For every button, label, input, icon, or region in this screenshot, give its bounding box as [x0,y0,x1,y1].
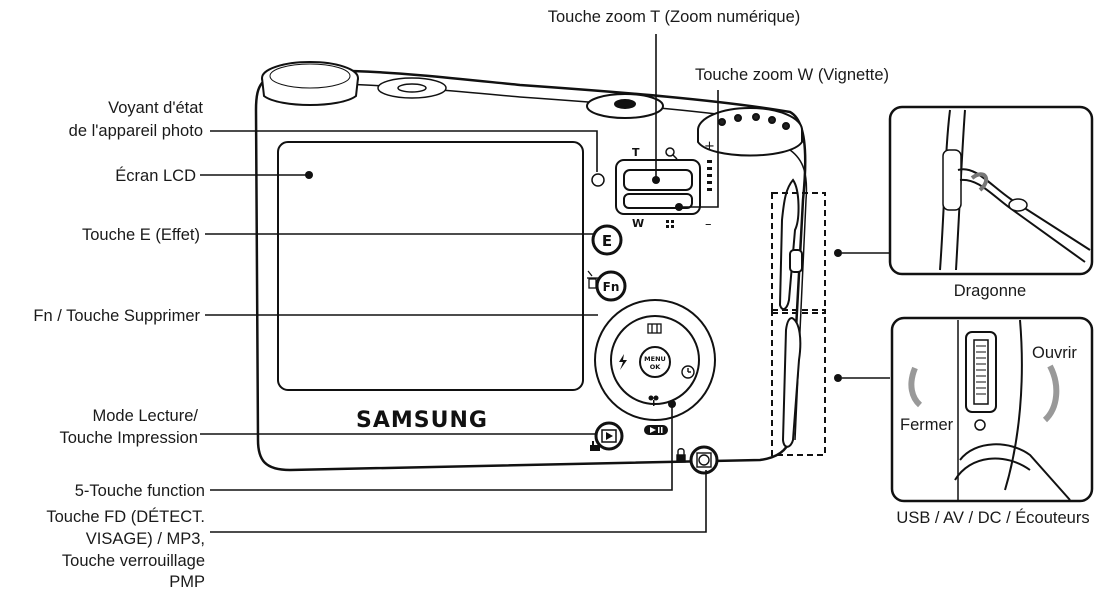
power-button [377,77,447,99]
rotate-arrow-icon [970,172,989,192]
ports-label: USB / AV / DC / Écouteurs [896,508,1089,527]
e-button-label: Touche E (Effet) [82,226,200,244]
face-detect-icon [696,452,712,468]
menu-ok-glyph-2: OK [650,363,662,371]
fd-label-3: Touche verrouillage [62,552,205,570]
brand-logo: SAMSUNG [356,408,488,433]
play-pause-icon [644,425,668,435]
mode-dial [697,107,803,157]
port-cover [781,316,802,448]
fn-button [595,270,627,302]
callout-lines [200,34,719,533]
zoom-rocker [615,159,701,215]
strap-inset [888,105,1094,276]
strap-highlight-box [771,192,826,314]
zoom-w-glyph: W [632,217,644,230]
timer-icon [681,365,695,379]
zoom-t-label: Touche zoom T (Zoom numérique) [548,8,801,26]
shutter-button [586,93,664,119]
fd-button [689,445,719,475]
fd-label-4: PMP [169,573,205,590]
zoom-minus-glyph: – [705,217,712,232]
menu-ok-glyph-1: MENU [644,355,666,363]
zoom-plus-glyph: + [704,139,715,154]
lcd-label: Écran LCD [115,166,196,185]
zoom-w-label: Touche zoom W (Vignette) [695,66,889,84]
port-callout-dot [834,374,842,382]
zoom-level-bars [707,160,712,191]
port-highlight-box [771,309,826,456]
trash-icon [587,270,598,289]
macro-flower-icon [648,395,659,406]
print-icon [590,441,600,451]
callout-dots [305,171,683,211]
five-way-label: 5-Touche function [75,482,205,500]
fd-label-2: VISAGE) / MP3, [86,530,205,548]
strap-callout-dot [834,249,842,257]
playback-label-1: Mode Lecture/ [93,407,199,425]
lock-icon [676,448,686,463]
strap-mount [778,178,803,311]
fd-label-1: Touche FD (DÉTECT. [46,507,205,526]
zoom-t-glyph: T [632,146,640,159]
thumbnail-grid-icon [666,220,674,228]
e-button-glyph: E [602,232,612,250]
playback-label-2: Touche Impression [60,429,199,447]
fn-button-glyph: Fn [603,280,620,294]
zoom-magnifier-icon [665,147,678,160]
ports-open-label: Ouvrir [1032,344,1077,362]
status-lamp-label-2: de l'appareil photo [69,122,203,140]
fn-button-label: Fn / Touche Supprimer [33,307,200,325]
flash-icon [619,354,627,370]
play-icon [606,432,613,440]
display-icon [647,323,662,334]
strap-label: Dragonne [954,282,1026,300]
playback-button [594,421,624,451]
top-dial-left [261,61,359,106]
five-way-pad [594,299,716,421]
ports-close-label: Fermer [900,416,954,434]
status-lamp-label-1: Voyant d'état [108,99,203,117]
lcd-screen [277,141,584,391]
ports-inset [890,316,1094,503]
e-button [591,224,623,256]
status-lamp [591,173,605,187]
